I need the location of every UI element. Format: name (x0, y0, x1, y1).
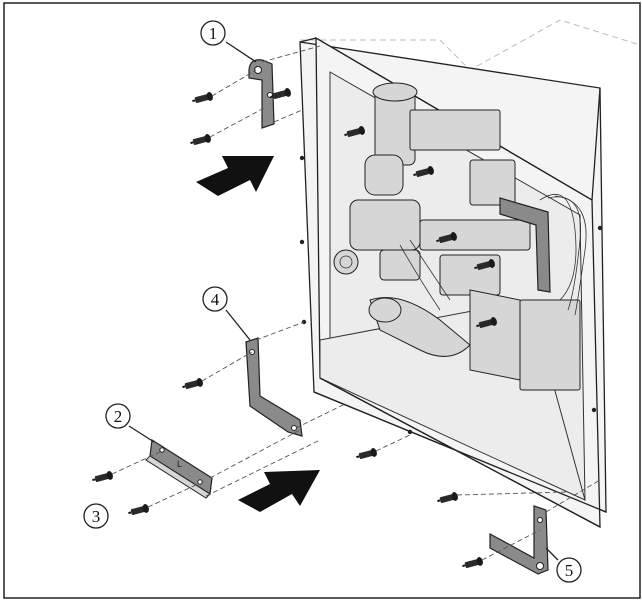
arrow-upper (196, 156, 274, 196)
callout-2-label: 2 (114, 407, 123, 426)
svg-text:L: L (177, 459, 182, 469)
callout-1: 1 (200, 20, 257, 63)
figure-border (3, 2, 641, 599)
callout-3: 3 (83, 503, 109, 529)
bracket-1 (188, 45, 321, 149)
internal-components (333, 82, 587, 391)
callout-2: 2 (105, 403, 155, 443)
bracket-2: L (90, 429, 321, 519)
arrow-lower (238, 470, 320, 512)
callout-4: 4 (202, 286, 251, 341)
callout-4-label: 4 (211, 290, 220, 309)
bracket-5 (354, 433, 601, 575)
callout-1-label: 1 (209, 24, 218, 43)
callout-5-label: 5 (565, 561, 574, 580)
bracket-4 (180, 321, 346, 437)
callout-5: 5 (545, 547, 582, 583)
callout-3-label: 3 (92, 507, 101, 526)
